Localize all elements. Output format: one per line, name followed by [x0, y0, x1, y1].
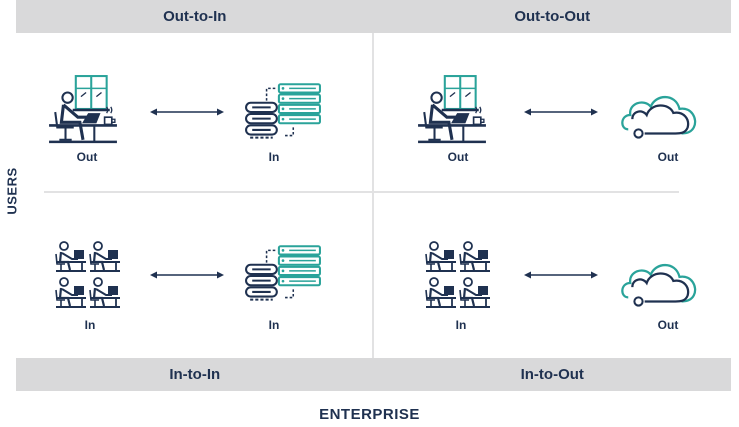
user-label: In [84, 318, 96, 332]
enterprise-label: In [268, 318, 280, 332]
enterprise-axis-label: ENTERPRISE [319, 406, 420, 423]
user-label: Out [76, 150, 98, 164]
out-to-out-title: Out-to-Out [514, 8, 591, 25]
cloud-icon [618, 256, 700, 310]
user-label: Out [447, 150, 469, 164]
in-to-in-title: In-to-In [169, 366, 221, 383]
out-to-in-title: Out-to-In [163, 8, 227, 25]
horizontal-divider [44, 191, 679, 193]
footer-band: In-to-In In-to-Out [16, 358, 731, 391]
server-icon [244, 244, 322, 306]
remote-worker-icon [416, 74, 488, 146]
users-axis-label: USERS [4, 167, 20, 215]
enterprise-label: In [268, 150, 280, 164]
y-axis-label-container: USERS [2, 166, 22, 216]
bidirectional-arrow-icon [523, 270, 599, 280]
enterprise-label: Out [657, 318, 679, 332]
cloud-icon [618, 88, 700, 142]
header-band: Out-to-In Out-to-Out [16, 0, 731, 33]
office-workers-icon [424, 240, 494, 310]
enterprise-label: Out [657, 150, 679, 164]
bidirectional-arrow-icon [149, 270, 225, 280]
server-icon [244, 82, 322, 144]
office-workers-icon [54, 240, 124, 310]
bidirectional-arrow-icon [149, 107, 225, 117]
bidirectional-arrow-icon [523, 107, 599, 117]
remote-worker-icon [47, 74, 119, 146]
vertical-divider [372, 33, 374, 358]
in-to-out-title: In-to-Out [520, 366, 584, 383]
user-label: In [455, 318, 467, 332]
